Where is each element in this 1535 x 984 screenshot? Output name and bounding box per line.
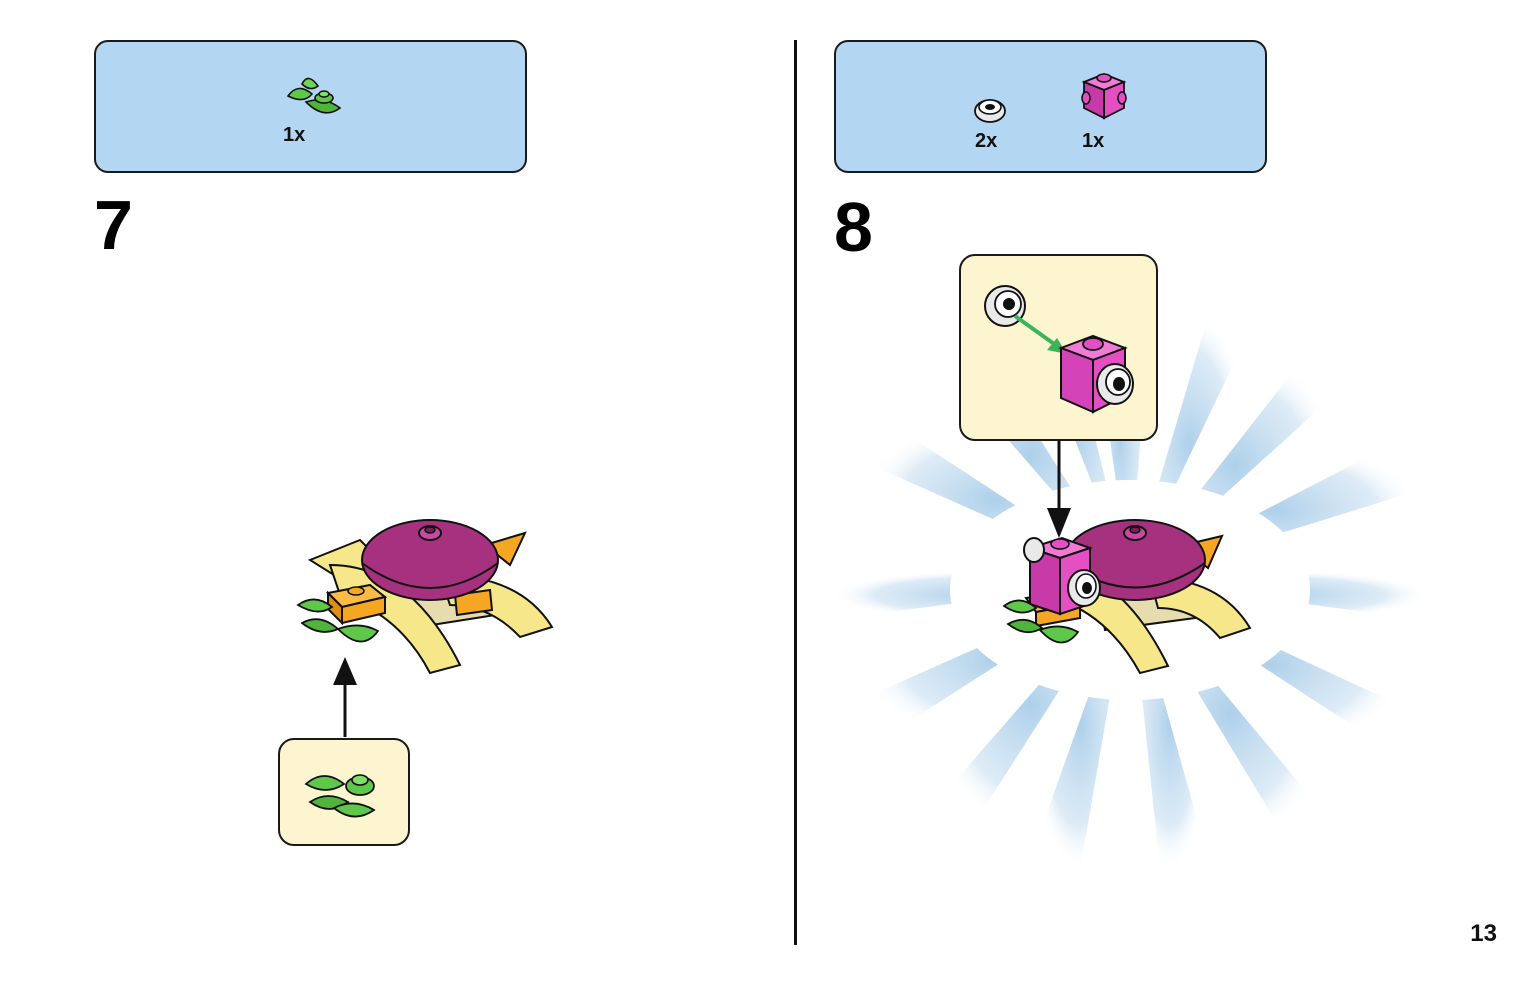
white-eye-tile-icon bbox=[974, 99, 1006, 123]
page-number: 13 bbox=[1470, 920, 1497, 947]
step-8-parts-list: 2x 1x bbox=[834, 40, 1267, 173]
step-number: 7 bbox=[94, 186, 133, 264]
bird-model-illustration bbox=[1002, 519, 1252, 675]
flower-model-illustration bbox=[296, 519, 554, 675]
step-7-callout bbox=[278, 738, 410, 846]
part-quantity: 1x bbox=[283, 124, 306, 146]
completion-burst bbox=[830, 295, 1430, 870]
step-8-callout bbox=[959, 254, 1158, 441]
step-7-parts-list: 1x bbox=[94, 40, 527, 173]
step-number: 8 bbox=[834, 188, 873, 266]
insert-arrow bbox=[1047, 440, 1071, 538]
part-quantity: 1x bbox=[1082, 130, 1105, 152]
magenta-studs-brick-icon bbox=[1081, 73, 1127, 120]
green-leaf-plate-icon bbox=[286, 77, 342, 114]
page-divider bbox=[794, 40, 797, 945]
part-quantity: 2x bbox=[975, 130, 998, 152]
attach-eye-diagram bbox=[984, 285, 1134, 414]
insert-arrow bbox=[333, 657, 357, 737]
green-leaf-plate-icon bbox=[304, 774, 376, 818]
